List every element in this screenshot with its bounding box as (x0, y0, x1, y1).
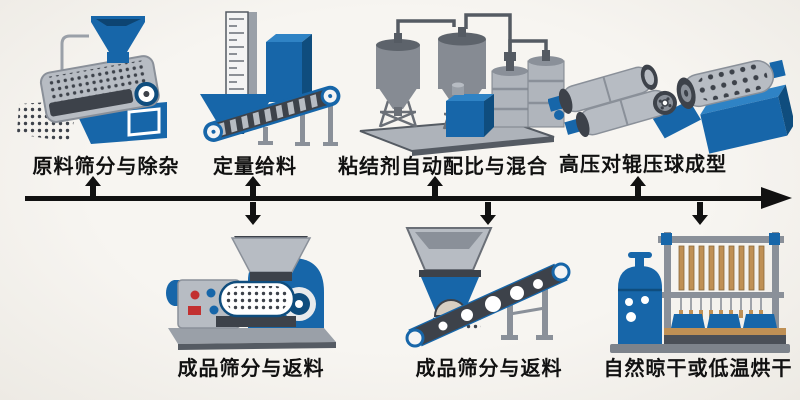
flow-arrow-up-icon (427, 176, 443, 199)
drying-rack-icon (608, 218, 793, 353)
flow-arrow-down-icon (692, 202, 708, 225)
mixing-plant-icon (350, 5, 565, 157)
weigh-feeder-icon (190, 6, 345, 151)
step-label-product-screening-1: 成品筛分与返料 (177, 356, 325, 380)
flow-arrow-up-icon (630, 176, 646, 199)
screening-machine-icon (15, 8, 190, 148)
screening-conveyor-icon (395, 218, 585, 356)
step-label-roller-briquetting: 高压对辊压球成型 (559, 152, 727, 176)
step-label-quantitative-feeding: 定量给料 (213, 154, 297, 178)
roller-press-icon (548, 44, 793, 156)
flow-arrow-down-icon (480, 202, 496, 225)
step-label-binder-mixing: 粘结剂自动配比与混合 (338, 154, 548, 178)
step-label-drying: 自然晾干或低温烘干 (603, 356, 793, 380)
briquetting-machine-icon (162, 220, 342, 351)
timeline-arrowhead-icon (761, 187, 792, 209)
flow-arrow-down-icon (245, 202, 261, 225)
timeline-line (25, 196, 765, 201)
step-label-raw-material-screening: 原料筛分与除杂 (32, 154, 180, 178)
flow-arrow-up-icon (85, 176, 101, 199)
flow-arrow-up-icon (245, 176, 261, 199)
step-label-product-screening-2: 成品筛分与返料 (415, 356, 563, 380)
